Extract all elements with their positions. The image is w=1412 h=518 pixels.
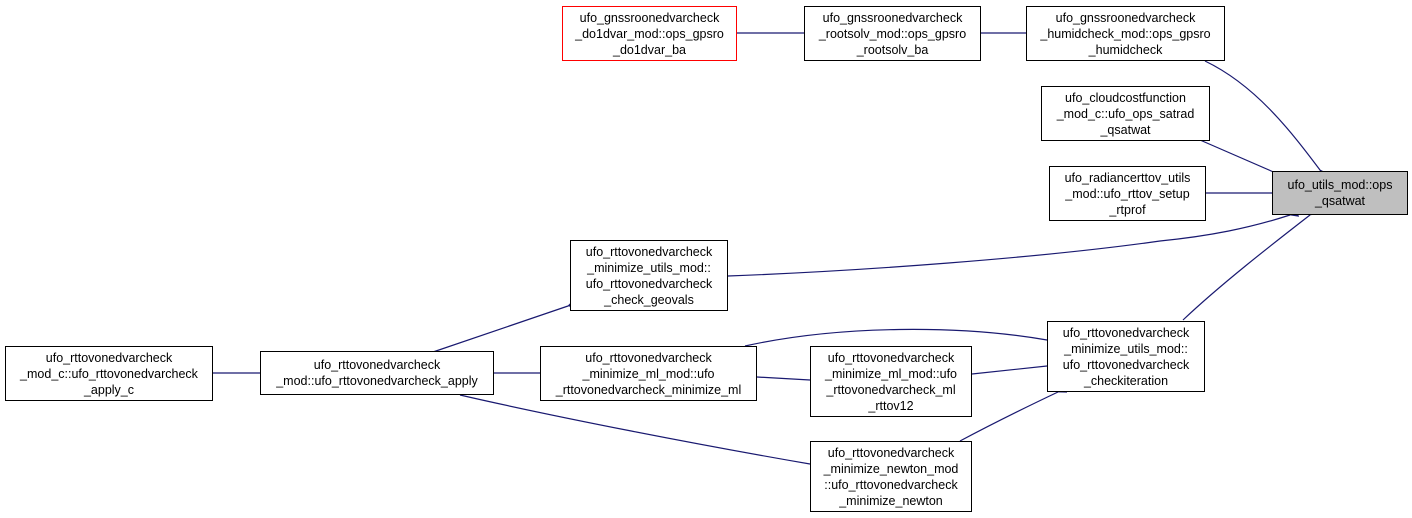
- node-label-line: ufo_gnssroonedvarcheck: [1055, 10, 1196, 25]
- node-label-line: _rootsolv_ba: [856, 42, 929, 57]
- node-label-line: _rttov12: [868, 398, 914, 413]
- node-label-line: ufo_rttovonedvarcheck: [313, 358, 441, 372]
- node-label-line: _mod_c::ufo_ops_satrad: [1056, 106, 1195, 121]
- node-label-line: _mod_c::ufo_rttovonedvarcheck: [20, 366, 198, 381]
- node-ops-qsatwat-focus[interactable]: ufo_utils_mod::ops_qsatwat: [1272, 171, 1408, 215]
- node-label-line: ufo_radiancerttov_utils: [1064, 170, 1191, 185]
- node-label-line: _minimize_ml_mod::ufo: [582, 366, 715, 381]
- edge-checkgeovals-to-qsatwat: [727, 208, 1300, 277]
- edge-minimizeml-to-mlrttov12: [756, 375, 819, 385]
- node-label-line: ufo_rttovonedvarcheck: [585, 244, 713, 259]
- node-cloudcost-qsatwat[interactable]: ufo_cloudcostfunction_mod_c::ufo_ops_sat…: [1041, 86, 1210, 141]
- edge-apply-to-newton: [459, 394, 819, 470]
- node-label-line: _minimize_utils_mod::: [1064, 341, 1188, 356]
- node-label-line: _do1dvar_ba: [613, 42, 686, 57]
- node-label-line: _qsatwat: [1314, 194, 1366, 208]
- node-label-line: _humidcheck: [1088, 42, 1163, 57]
- node-label-line: _check_geovals: [604, 292, 694, 307]
- node-label-line: _minimize_newton_mod: [823, 461, 959, 476]
- edge-minimizeml-to-checkiteration: [744, 328, 1056, 347]
- node-gnssro-rootsolv[interactable]: ufo_gnssroonedvarcheck_rootsolv_mod::ops…: [804, 6, 981, 61]
- node-ml-rttov12[interactable]: ufo_rttovonedvarcheck_minimize_ml_mod::u…: [810, 346, 972, 417]
- node-label-line: _minimize_utils_mod::: [587, 260, 711, 275]
- node-label-line: ::ufo_rttovonedvarcheck: [824, 477, 958, 492]
- node-label-line: _rtprof: [1109, 202, 1146, 217]
- node-label-line: _rootsolv_mod::ops_gpsro: [818, 26, 967, 41]
- edge-newton-to-checkiteration: [959, 384, 1068, 442]
- node-radiancerttov-setup-rtprof[interactable]: ufo_radiancerttov_utils_mod::ufo_rttov_s…: [1049, 166, 1206, 221]
- node-label-line: _checkiteration: [1083, 373, 1169, 388]
- node-gnssro-do1dvar[interactable]: ufo_gnssroonedvarcheck_do1dvar_mod::ops_…: [562, 6, 737, 61]
- node-check-geovals[interactable]: ufo_rttovonedvarcheck_minimize_utils_mod…: [570, 240, 728, 311]
- node-label-line: ufo_cloudcostfunction: [1065, 90, 1186, 105]
- node-label-line: _mod::ufo_rttov_setup: [1065, 186, 1190, 201]
- node-checkiteration[interactable]: ufo_rttovonedvarcheck_minimize_utils_mod…: [1047, 321, 1205, 392]
- node-minimize-newton[interactable]: ufo_rttovonedvarcheck_minimize_newton_mo…: [810, 441, 972, 512]
- node-label-line: ufo_rttovonedvarcheck: [827, 350, 955, 365]
- node-gnssro-humidcheck[interactable]: ufo_gnssroonedvarcheck_humidcheck_mod::o…: [1026, 6, 1225, 61]
- node-label-line: ufo_rttovonedvarcheck: [1062, 357, 1190, 372]
- node-label-line: _qsatwat: [1100, 122, 1151, 137]
- node-label-line: _rttovonedvarcheck_ml: [826, 382, 956, 397]
- node-label-line: ufo_rttovonedvarcheck: [827, 445, 955, 460]
- node-minimize-ml[interactable]: ufo_rttovonedvarcheck_minimize_ml_mod::u…: [540, 346, 757, 401]
- node-label-line: _do1dvar_mod::ops_gpsro: [575, 26, 724, 41]
- edge-checkiteration-to-qsatwat: [1182, 206, 1320, 321]
- node-label-line: ufo_gnssroonedvarcheck: [822, 10, 963, 25]
- node-rttovonedvarcheck-apply[interactable]: ufo_rttovonedvarcheck_mod::ufo_rttovoned…: [260, 351, 494, 395]
- node-label-line: _minimize_newton: [839, 493, 943, 508]
- edge-humidcheck-to-qsatwat: [1204, 60, 1329, 180]
- edge-cloudcost-to-qsatwat: [1199, 139, 1295, 185]
- node-label-line: _mod::ufo_rttovonedvarcheck_apply: [276, 374, 478, 388]
- node-label-line: ufo_rttovonedvarcheck: [585, 350, 712, 365]
- node-label-line: ufo_rttovonedvarcheck: [45, 350, 173, 365]
- node-label-line: _minimize_ml_mod::ufo: [825, 366, 957, 381]
- node-label-line: ufo_utils_mod::ops: [1287, 178, 1393, 192]
- edge-mlrttov12-to-checkiteration: [971, 360, 1056, 375]
- node-label-line: ufo_gnssroonedvarcheck: [579, 10, 720, 25]
- node-label-line: _humidcheck_mod::ops_gpsro: [1040, 26, 1211, 41]
- node-label-line: _rttovonedvarcheck_minimize_ml: [555, 382, 742, 397]
- node-rttovonedvarcheck-apply-c[interactable]: ufo_rttovonedvarcheck_mod_c::ufo_rttovon…: [5, 346, 213, 401]
- node-label-line: _apply_c: [83, 382, 135, 397]
- edge-apply-to-checkgeovals: [432, 299, 578, 353]
- node-label-line: ufo_rttovonedvarcheck: [585, 276, 713, 291]
- node-label-line: ufo_rttovonedvarcheck: [1062, 325, 1190, 340]
